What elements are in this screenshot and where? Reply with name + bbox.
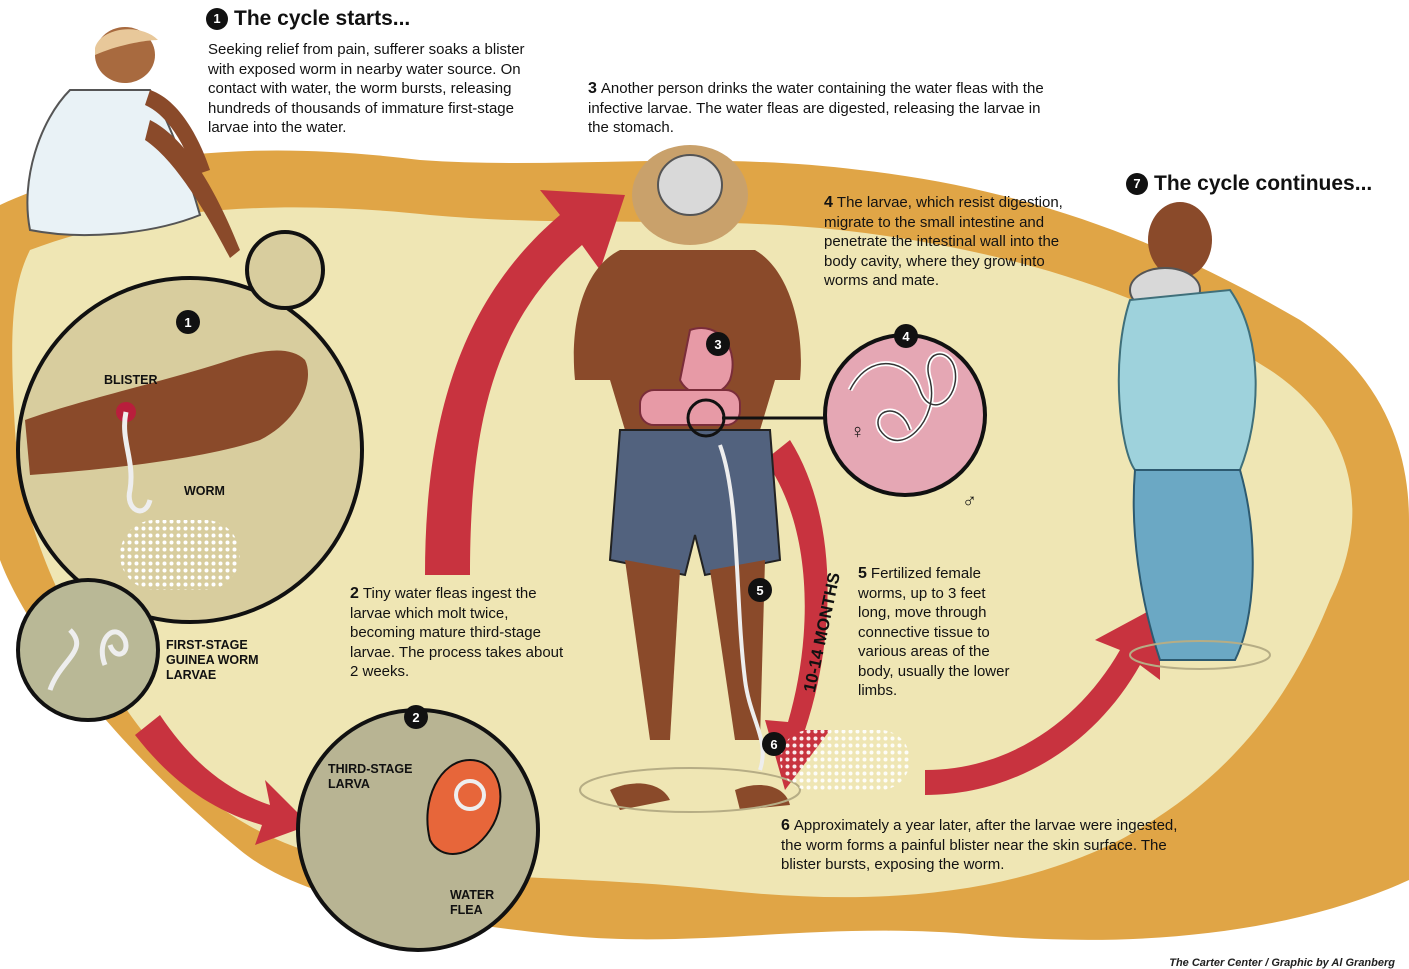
step6-text: Approximately a year later, after the la… (781, 817, 1177, 873)
label-first-stage-larvae: FIRST-STAGE GUINEA WORM LARVAE (166, 638, 266, 683)
worms-circle (825, 335, 985, 495)
step5-number: 5 (858, 565, 867, 582)
label-male-symbol: ♂ (962, 494, 977, 509)
step4-description: 4The larvae, which resist digestion, mig… (824, 193, 1078, 291)
circle-badge-5: 5 (748, 578, 772, 602)
step3-description: 3Another person drinks the water contain… (588, 79, 1058, 138)
step6-description: 6Approximately a year later, after the l… (781, 816, 1201, 875)
label-water-flea: WATER FLEA (450, 888, 500, 918)
step2-description: 2Tiny water fleas ingest the larvae whic… (350, 584, 572, 682)
step3-number: 3 (588, 80, 597, 97)
step2-number: 2 (350, 585, 359, 602)
circle-badge-6: 6 (762, 732, 786, 756)
circle-badge-3: 3 (706, 332, 730, 356)
step2-text: Tiny water fleas ingest the larvae which… (350, 585, 563, 680)
label-blister: BLISTER (104, 373, 157, 388)
step5-description: 5Fertilized female worms, up to 3 feet l… (858, 564, 1018, 701)
circle-badge-1: 1 (176, 310, 200, 334)
heading-cycle-continues-text: The cycle continues... (1154, 172, 1372, 196)
ankle-zoom-circle (247, 232, 323, 308)
step-badge-1: 1 (206, 8, 228, 30)
heading-cycle-starts-text: The cycle starts... (234, 7, 410, 31)
heading-cycle-continues: 7 The cycle continues... (1126, 172, 1372, 196)
label-female-symbol: ♀ (850, 425, 865, 440)
larvae-release (780, 730, 910, 790)
circle-badge-2: 2 (404, 705, 428, 729)
step4-text: The larvae, which resist digestion, migr… (824, 194, 1063, 289)
water-flea-circle (298, 710, 538, 950)
step4-number: 4 (824, 194, 833, 211)
label-worm: WORM (184, 484, 225, 499)
step5-text: Fertilized female worms, up to 3 feet lo… (858, 565, 1009, 699)
step6-number: 6 (781, 817, 790, 834)
heading-cycle-starts: 1 The cycle starts... (206, 7, 410, 31)
step-badge-7: 7 (1126, 173, 1148, 195)
credit-line: The Carter Center / Graphic by Al Granbe… (1169, 957, 1395, 969)
circle-badge-4: 4 (894, 324, 918, 348)
step3-text: Another person drinks the water containi… (588, 80, 1044, 136)
label-third-stage-larva: THIRD-STAGE LARVA (328, 762, 420, 792)
step1-description: Seeking relief from pain, sufferer soaks… (208, 40, 526, 138)
larvae-circle (18, 580, 158, 720)
